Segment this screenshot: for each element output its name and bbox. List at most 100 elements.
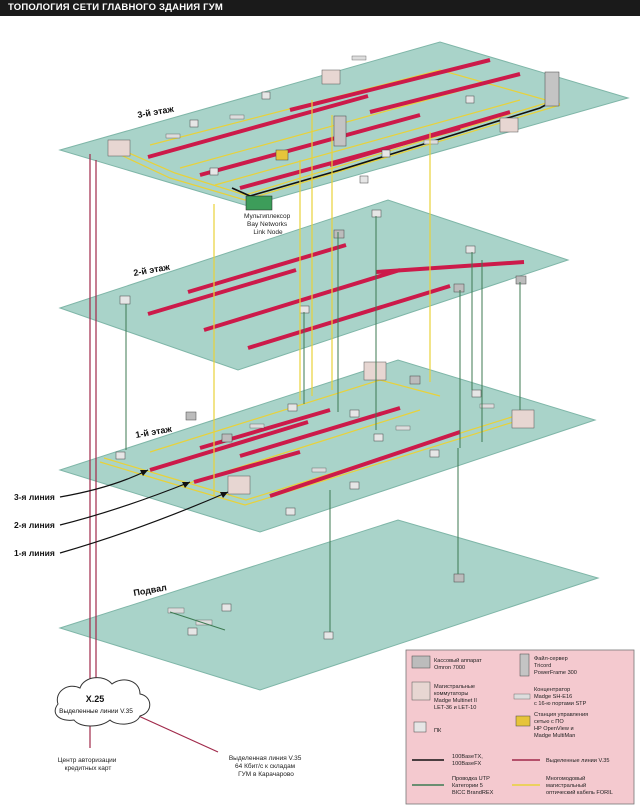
- concentrator-icon: [195, 619, 213, 626]
- pc-icon: [371, 209, 382, 218]
- concentrator-icon: [249, 423, 265, 429]
- pc-icon: [221, 603, 232, 612]
- legend-trunk-lines: Выделенные линии V.35: [546, 758, 609, 764]
- pc-icon: [189, 119, 199, 128]
- file-server-icon: [519, 653, 530, 677]
- pc-icon: [381, 149, 391, 158]
- file-server-icon: [544, 71, 560, 107]
- legend: Кассовый аппарат Omron 7000 Магистральны…: [405, 649, 635, 805]
- legend-mgmt-station: Станция управления сетью с ПО HP OpenVie…: [534, 712, 590, 739]
- pc-icon: [209, 167, 219, 176]
- line-2-label: 2-я линия: [14, 520, 55, 530]
- file-server-icon: [333, 115, 347, 147]
- pc-icon: [323, 631, 334, 640]
- concentrator-icon: [395, 425, 411, 431]
- floor-3-devices: [107, 55, 560, 211]
- pc-icon: [261, 91, 271, 100]
- legend-utp: Проводка UTP Категории 5 BICC BrandREX: [452, 776, 494, 796]
- auth-center-line: Центр авторизации: [58, 757, 117, 764]
- vertical-fiber-risers: [213, 100, 431, 496]
- arrow-head-icon: [182, 482, 190, 488]
- line-pointer-arrows: [59, 469, 229, 554]
- floor-2-devices: [119, 209, 527, 314]
- pc-icon: [471, 389, 482, 398]
- cloud-icon: [54, 677, 151, 727]
- legend-pc: ПК: [434, 728, 442, 734]
- cash-register-icon: [333, 229, 345, 239]
- floor-3-trunk-lines: [147, 58, 521, 190]
- switch-icon: [107, 139, 131, 157]
- diagram-title: ТОПОЛОГИЯ СЕТИ ГЛАВНОГО ЗДАНИЯ ГУМ: [8, 2, 223, 13]
- x25-cloud: X.25 Выделенные линии V.35: [54, 677, 151, 727]
- legend-switches: Магистральные коммутаторы Madge Multinet…: [434, 684, 478, 711]
- multiplexer-label-line: Link Node: [253, 229, 283, 236]
- floor-plate-2: [58, 199, 570, 371]
- floor-1-devices: [115, 361, 535, 516]
- vertical-utp-risers: [125, 216, 521, 632]
- pc-icon: [465, 245, 476, 254]
- line-3-label: 3-я линия: [14, 492, 55, 502]
- switch-icon: [321, 69, 341, 85]
- cash-register-icon: [221, 433, 233, 443]
- multiplexer-label-line: Bay Networks: [247, 221, 288, 228]
- dedicated-line-line: ГУМ в Карачарово: [238, 771, 294, 778]
- cash-register-icon: [453, 573, 465, 583]
- switch-icon: [363, 361, 387, 381]
- floor-1-trunk-lines: [149, 406, 461, 498]
- legend-file-server: Файл-сервер Tricord PowerFrame 300: [534, 655, 577, 676]
- multiplexer-label-line: Мультиплексор: [244, 213, 291, 220]
- cash-register-icon: [515, 275, 527, 285]
- pc-icon: [287, 403, 298, 412]
- pc-icon: [285, 507, 296, 516]
- pc-icon: [115, 451, 126, 460]
- cash-register-icon: [453, 283, 465, 293]
- legend-cash-register: Кассовый аппарат Omron 7000: [434, 657, 483, 671]
- floor-3-label: 3-й этаж: [137, 104, 175, 120]
- dedicated-line-label: Выделенная линия V.35 64 Кбит/с к склада…: [229, 755, 303, 778]
- concentrator-icon: [311, 467, 327, 473]
- multiplexer-icon: [245, 195, 273, 211]
- legend-concentrator: Концентратор Madge SH-E16 с 16-ю портами…: [534, 687, 587, 707]
- auth-center-label: Центр авторизации кредитных карт: [58, 757, 119, 772]
- switch-icon: [227, 475, 251, 495]
- basement-devices: [167, 573, 465, 640]
- pc-icon: [373, 433, 384, 442]
- cloud-title: X.25: [86, 694, 105, 704]
- multiplexer-label: Мультиплексор Bay Networks Link Node: [244, 213, 292, 236]
- pc-icon: [299, 305, 310, 314]
- floor-plate-1: [58, 359, 597, 533]
- management-station-icon: [515, 715, 531, 727]
- floor-3-fiber-backbone: [109, 69, 561, 201]
- auth-center-line: кредитных карт: [65, 765, 112, 772]
- concentrator-icon: [479, 403, 495, 409]
- concentrator-icon: [351, 55, 367, 61]
- pc-icon: [187, 627, 198, 636]
- basement-utp-link: [169, 611, 226, 631]
- switch-icon: [511, 409, 535, 429]
- arrow-head-icon: [220, 492, 228, 498]
- switch-icon: [411, 681, 431, 701]
- cash-register-icon: [411, 655, 431, 669]
- concentrator-icon: [513, 693, 531, 700]
- pc-icon: [119, 295, 131, 305]
- arrow-heads: [140, 470, 228, 498]
- cash-register-icon: [409, 375, 421, 385]
- title-bar: ТОПОЛОГИЯ СЕТИ ГЛАВНОГО ЗДАНИЯ ГУМ: [0, 0, 640, 16]
- pc-icon: [349, 481, 360, 490]
- floor-plate-basement: [58, 519, 600, 691]
- concentrator-icon: [229, 114, 245, 120]
- pc-icon: [429, 449, 440, 458]
- pc-icon: [413, 721, 427, 733]
- cloud-subtitle: Выделенные линии V.35: [59, 708, 133, 715]
- switch-icon: [499, 117, 519, 133]
- pc-icon: [359, 175, 369, 184]
- legend-fiber: Многомодовый магистральный оптический ка…: [546, 775, 613, 796]
- concentrator-icon: [167, 607, 185, 614]
- cash-register-icon: [185, 411, 197, 421]
- legend-fast-ethernet: 100BaseTX, 100BaseFX: [452, 754, 484, 767]
- pc-icon: [465, 95, 475, 104]
- line-1-label: 1-я линия: [14, 548, 55, 558]
- arrow-head-icon: [140, 470, 148, 476]
- dedicated-line-line: 64 Кбит/с к складам: [235, 762, 296, 770]
